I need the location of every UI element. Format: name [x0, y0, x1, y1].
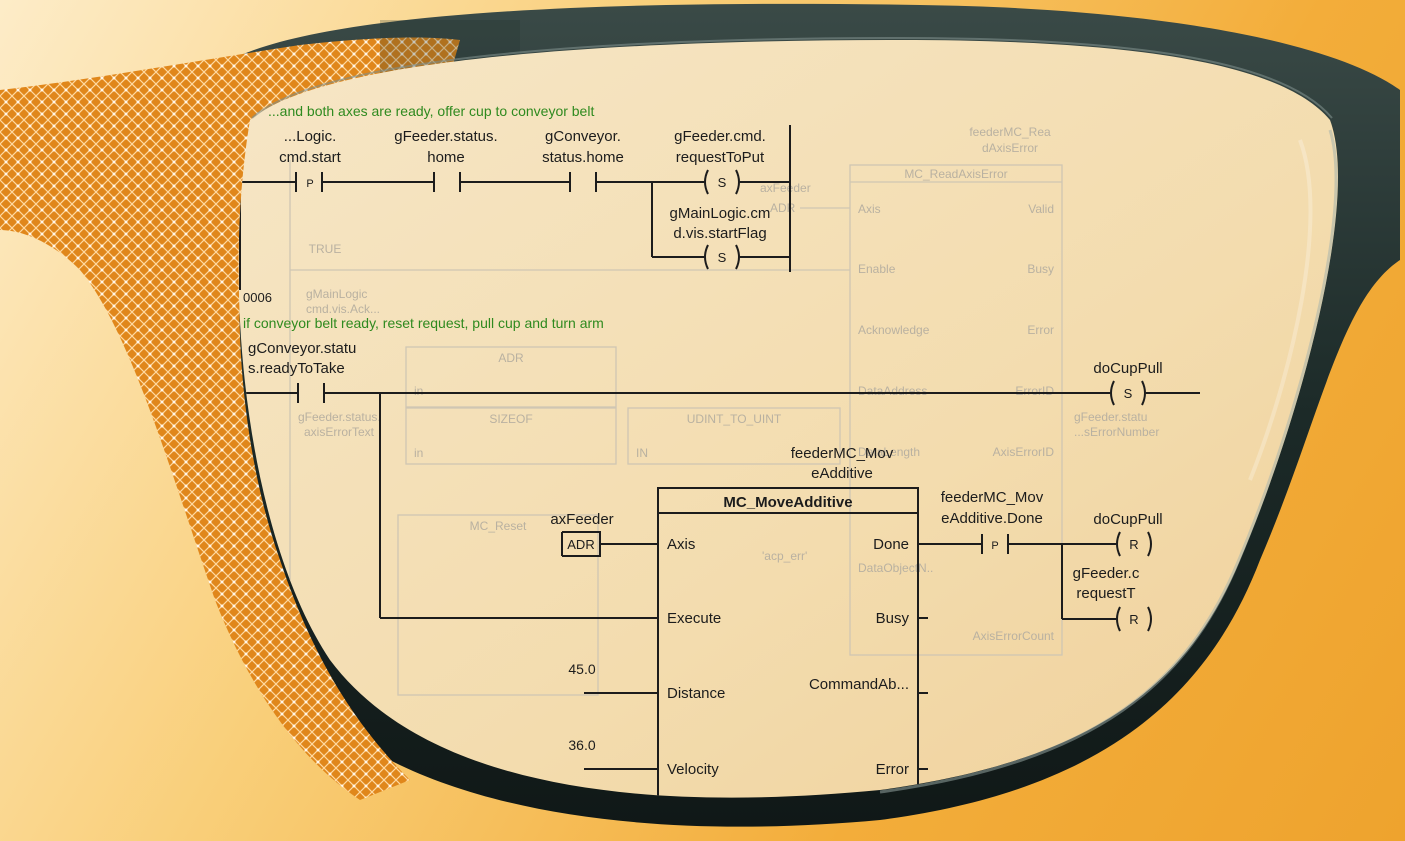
done-contact-p: P	[991, 540, 998, 552]
reset-coil2-r: R	[1129, 612, 1138, 627]
rung6-comment: if conveyor belt ready, reset request, p…	[243, 315, 604, 331]
ghost-in-axis: Axis	[858, 202, 881, 216]
ghost-udint-fb: UDINT_TO_UINT	[687, 412, 782, 426]
reset-coil2-label-1: gFeeder.c	[1073, 565, 1140, 582]
rung5-coil1-s: S	[718, 175, 727, 190]
ghost-read-error-instance-1: feederMC_Rea	[969, 125, 1051, 139]
ghost-adr-box: ADR	[770, 201, 796, 215]
ghost-in-label-2: in	[414, 446, 423, 460]
ghost-read-error-fb: MC_ReadAxisError	[904, 167, 1007, 181]
ghost-in-enable: Enable	[858, 262, 896, 276]
ghost-main-logic-2: cmd.vis.Ack...	[306, 302, 380, 316]
rung5-contact3-label-2: status.home	[542, 149, 624, 166]
rung5-coil2-s: S	[718, 250, 727, 265]
rung5-contact2-label-1: gFeeder.status.	[394, 128, 497, 145]
ghost-in-ack: Acknowledge	[858, 323, 930, 337]
ghost-main-logic-1: gMainLogic	[306, 287, 367, 301]
mesh-frame-left	[0, 37, 460, 800]
fb-title: MC_MoveAdditive	[723, 494, 852, 511]
done-contact-label-1: feederMC_Mov	[941, 489, 1044, 506]
fb-input-velocity: Velocity	[667, 761, 719, 778]
ghost-in-label: in	[414, 384, 423, 398]
rung6-instance-label-2: eAdditive	[811, 465, 873, 482]
rung6-contact-label-2: s.readyToTake	[248, 360, 345, 377]
ghost-out-axiserrorid: AxisErrorID	[993, 445, 1055, 459]
ghost-feeder-num-1: gFeeder.statu	[1074, 410, 1147, 424]
rung5-coil1-label-1: gFeeder.cmd.	[674, 128, 766, 145]
reset-coil1-label: doCupPull	[1093, 511, 1162, 528]
rung5-coil1-label-2: requestToPut	[676, 149, 765, 166]
rung5-contact1-label-2: cmd.start	[279, 149, 342, 166]
ghost-adr-fb: ADR	[498, 351, 524, 365]
ghost-out-busy: Busy	[1027, 262, 1054, 276]
ghost-out-axiserrorcount: AxisErrorCount	[973, 629, 1055, 643]
done-contact-label-2: eAdditive.Done	[941, 510, 1043, 527]
fb-input-axis: Axis	[667, 536, 695, 553]
rung5-coil2-label-2: d.vis.startFlag	[673, 225, 766, 242]
rung5-coil2-label-1: gMainLogic.cm	[670, 205, 771, 222]
ghost-in-datalen: DataLength	[858, 445, 920, 459]
distance-value: 45.0	[568, 661, 595, 677]
reset-coil2-label-2: requestT	[1076, 585, 1135, 602]
ghost-reset-fb: MC_Reset	[470, 519, 527, 533]
ghost-out-errorid: ErrorID	[1015, 384, 1054, 398]
rung5-contact3-label-1: gConveyor.	[545, 128, 621, 145]
ghost-true: TRUE	[309, 242, 342, 256]
fb-input-execute: Execute	[667, 610, 721, 627]
ghost-feeder-status-2: axisErrorText	[304, 425, 375, 439]
rung6-out-coil-s: S	[1124, 386, 1133, 401]
ghost-in-dataaddr: DataAddress	[858, 384, 927, 398]
ghost-in-label-3: IN	[636, 446, 648, 460]
lens	[238, 40, 1338, 798]
rung5-contact1-label-1: ...Logic.	[284, 128, 337, 145]
adr-label: ADR	[567, 537, 594, 552]
ghost-sizeof-fb: SIZEOF	[489, 412, 532, 426]
rung6-out-coil-label: doCupPull	[1093, 360, 1162, 377]
rung5-contact2-label-2: home	[427, 149, 465, 166]
ghost-acp-err: 'acp_err'	[762, 549, 807, 563]
ghost-axfeeder: axFeeder	[760, 181, 811, 195]
axis-var-label: axFeeder	[550, 511, 613, 528]
rung6-contact-label-1: gConveyor.statu	[248, 340, 356, 357]
fb-output-error: Error	[876, 761, 909, 778]
ghost-feeder-status-1: gFeeder.status.	[298, 410, 381, 424]
ghost-read-error-instance-2: dAxisError	[982, 141, 1038, 155]
ghost-out-valid: Valid	[1028, 202, 1054, 216]
rung6-number: 0006	[243, 290, 272, 305]
rung5-comment: ...and both axes are ready, offer cup to…	[268, 103, 594, 119]
fb-output-done: Done	[873, 536, 909, 553]
fb-output-commandab: CommandAb...	[809, 676, 909, 693]
rung6-instance-label-1: feederMC_Mov	[791, 445, 894, 462]
fb-input-distance: Distance	[667, 685, 725, 702]
reset-coil1-r: R	[1129, 537, 1138, 552]
ladder-diagram	[239, 125, 1200, 798]
velocity-value: 36.0	[568, 737, 595, 753]
ghost-data-object: DataObjectN..	[858, 561, 933, 575]
ghost-out-error: Error	[1027, 323, 1054, 337]
ghost-feeder-num-2: ...sErrorNumber	[1074, 425, 1159, 439]
fb-output-busy: Busy	[876, 610, 910, 627]
rung5-contact1-p: P	[306, 178, 313, 190]
